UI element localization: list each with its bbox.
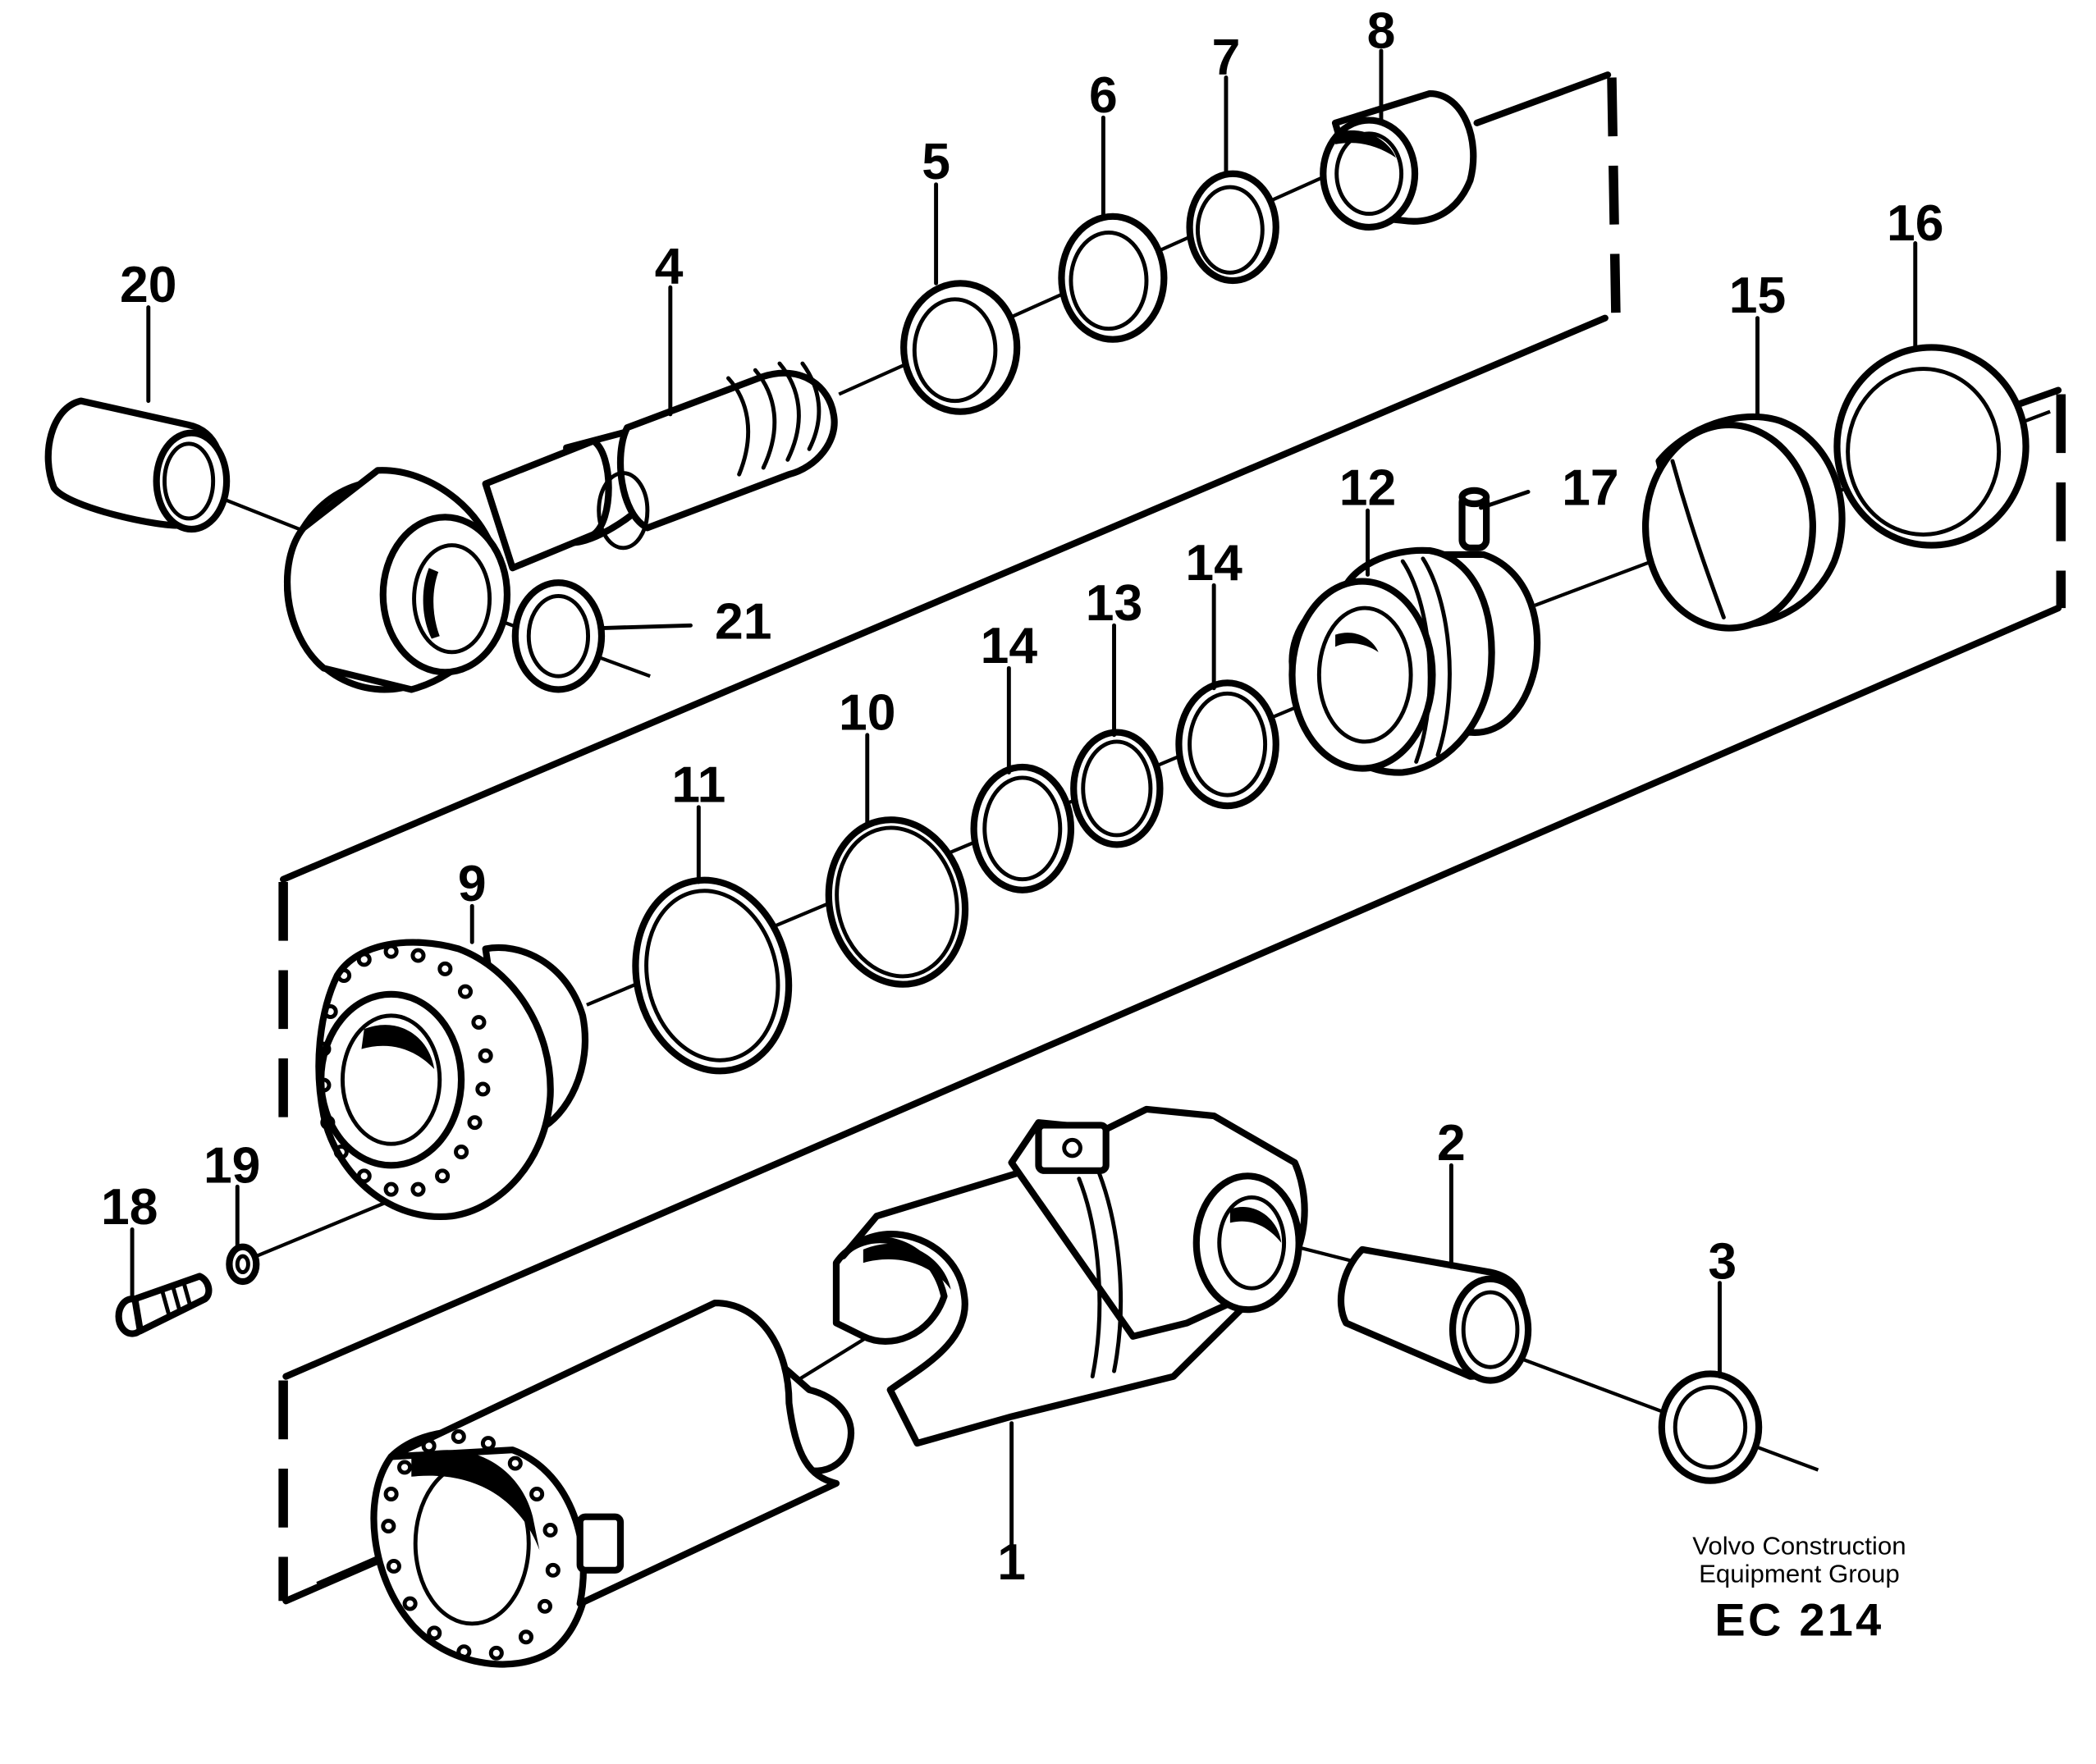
part-7-ring — [1186, 170, 1279, 285]
label-20: 20 — [120, 257, 176, 313]
label-10: 10 — [839, 685, 895, 742]
label-16: 16 — [1887, 195, 1943, 252]
label-8: 8 — [1367, 3, 1396, 60]
part-5-seal — [900, 280, 1021, 415]
label-2: 2 — [1437, 1115, 1466, 1172]
part-12-piston — [1288, 546, 1541, 776]
part-21-ring — [511, 579, 693, 693]
part-13-ring — [1070, 729, 1164, 848]
brand-line1: Volvo Construction — [1692, 1531, 1906, 1560]
part-4-piston-rod — [283, 361, 838, 693]
label-18: 18 — [101, 1179, 158, 1236]
part-14-ring-a — [970, 763, 1075, 893]
label-4: 4 — [655, 239, 684, 295]
label-5: 5 — [922, 135, 950, 191]
label-19: 19 — [204, 1138, 260, 1195]
label-14a: 14 — [981, 618, 1038, 674]
footer-brand: Volvo Construction Equipment Group EC 21… — [1692, 1531, 1906, 1645]
label-15: 15 — [1729, 267, 1786, 324]
drawing-code: EC 214 — [1714, 1595, 1883, 1646]
part-14-ring-b — [1175, 679, 1279, 810]
label-13: 13 — [1086, 575, 1142, 632]
part-17-pin — [1458, 487, 1490, 551]
part-2-bushing — [1338, 1245, 1532, 1384]
part-1-cylinder-tube — [370, 1105, 1308, 1668]
part-3-seal — [1658, 1370, 1763, 1484]
label-9: 9 — [458, 856, 487, 912]
label-17: 17 — [1562, 460, 1618, 517]
leader-lines — [130, 48, 1918, 1552]
label-21: 21 — [715, 594, 771, 651]
label-6: 6 — [1089, 67, 1118, 124]
part-19-washer — [226, 1243, 260, 1286]
brand-line2: Equipment Group — [1699, 1560, 1900, 1588]
label-11: 11 — [671, 757, 725, 814]
label-3: 3 — [1708, 1234, 1737, 1291]
label-7: 7 — [1212, 30, 1241, 86]
part-15-bearing — [1641, 413, 1846, 632]
label-14b: 14 — [1185, 535, 1242, 592]
part-labels: 20 4 5 6 7 8 16 15 17 12 14 13 14 10 11 … — [101, 3, 1943, 1591]
part-10-ring — [825, 816, 969, 988]
part-16-seal — [1833, 344, 2030, 549]
part-11-ring — [632, 876, 793, 1075]
bolt-holes — [316, 944, 493, 1197]
part-6-ring — [1058, 213, 1168, 343]
tube-bolt-holes — [381, 1428, 561, 1661]
part-9-cylinder-head — [315, 939, 589, 1221]
label-12: 12 — [1339, 460, 1396, 517]
label-1: 1 — [997, 1534, 1026, 1591]
part-8-bushing — [1320, 89, 1477, 231]
part-20-bushing — [44, 397, 231, 533]
